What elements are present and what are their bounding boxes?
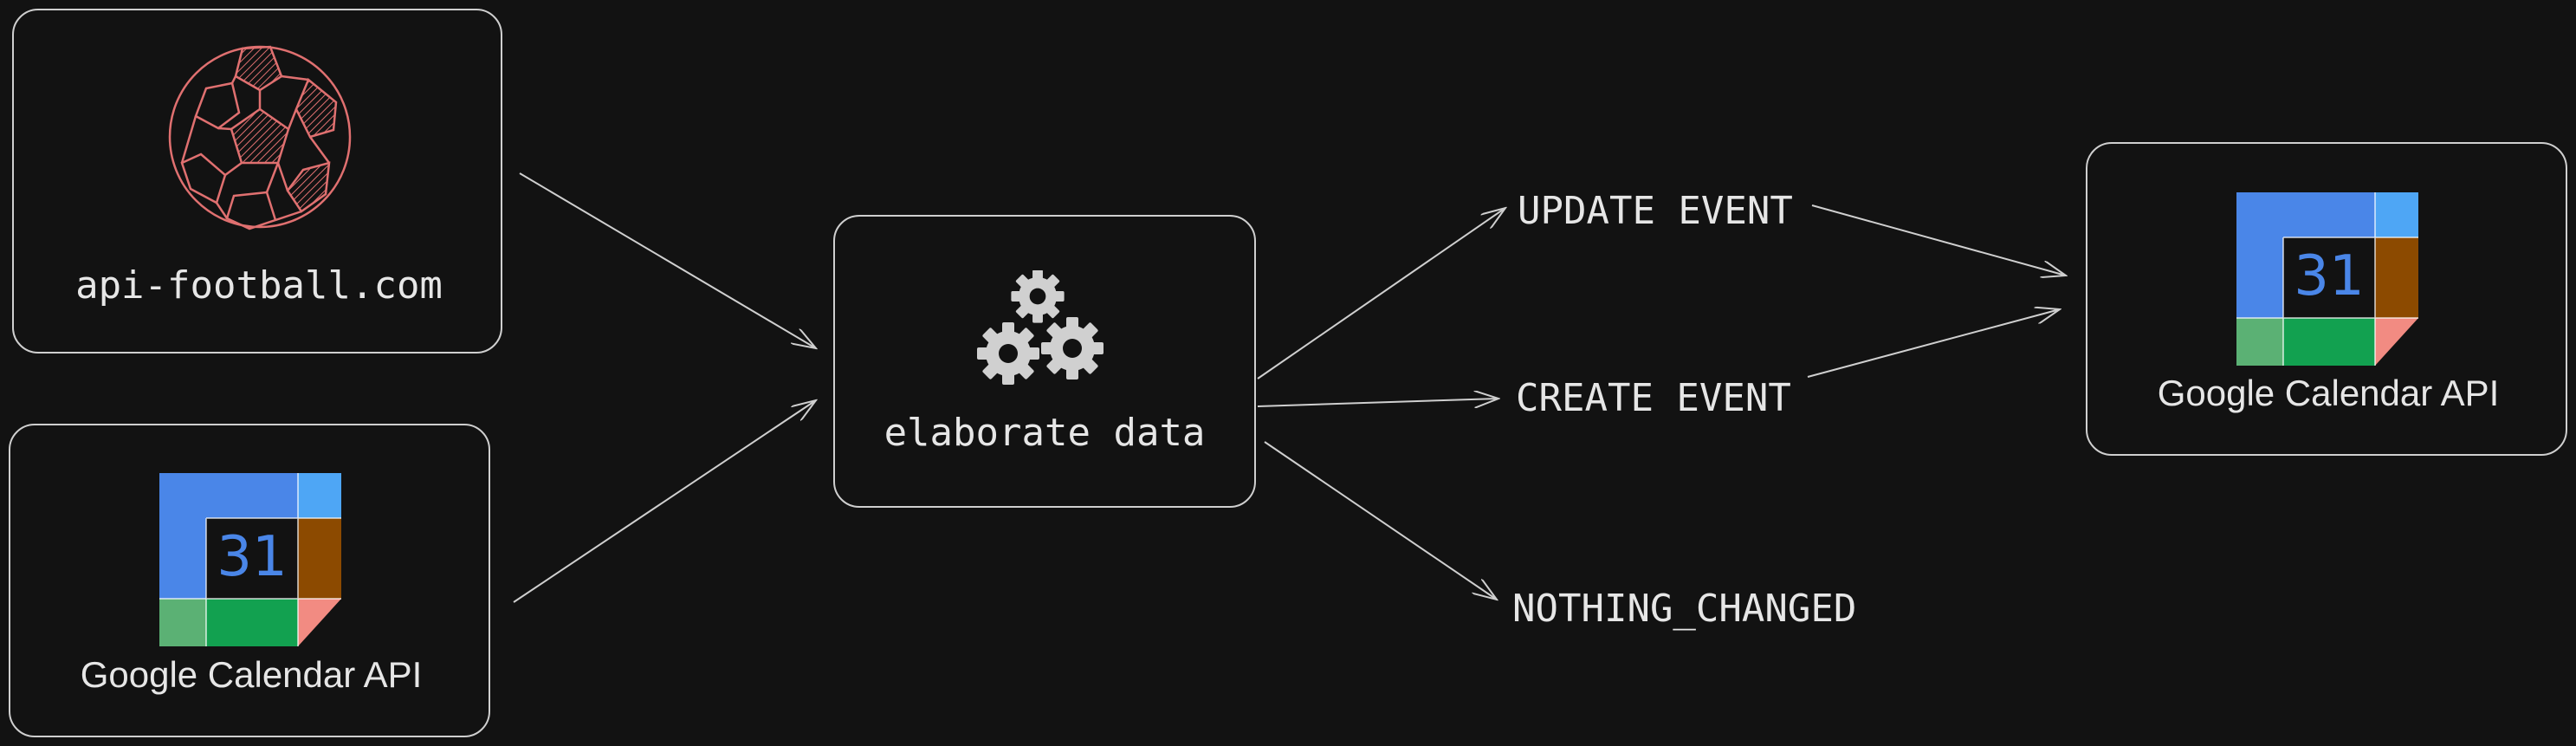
target-calendar-label: Google Calendar API xyxy=(2157,373,2500,413)
soccer-ball-icon xyxy=(168,45,352,230)
target-calendar-box: 31 Google Calendar API xyxy=(2086,142,2567,456)
google-calendar-icon: 31 xyxy=(159,473,341,646)
source-football-label: api-football.com xyxy=(75,263,443,308)
source-calendar-box: 31 Google Calendar API xyxy=(9,424,490,737)
arrow-process-to-nothing xyxy=(1264,441,1497,600)
source-calendar-label: Google Calendar API xyxy=(80,654,423,695)
arrow-calendar-to-process xyxy=(513,400,816,603)
process-label: elaborate data xyxy=(883,411,1206,455)
arrow-process-to-create xyxy=(1257,399,1498,406)
arrow-football-to-process xyxy=(519,172,816,348)
gears-icon xyxy=(977,270,1104,385)
arrow-create-to-target xyxy=(1807,309,2060,378)
arrow-update-to-target xyxy=(1811,204,2066,276)
outcome-nothing-changed: NOTHING_CHANGED xyxy=(1512,587,1857,631)
outcome-update-event: UPDATE EVENT xyxy=(1518,189,1793,233)
process-box: elaborate data xyxy=(833,215,1256,508)
source-football-box: api-football.com xyxy=(12,9,502,354)
google-calendar-icon: 31 xyxy=(2236,192,2418,366)
outcome-create-event: CREATE EVENT xyxy=(1516,376,1791,420)
calendar-day-number: 31 xyxy=(2294,244,2364,308)
calendar-day-number: 31 xyxy=(217,525,287,589)
arrow-process-to-update xyxy=(1257,208,1505,379)
